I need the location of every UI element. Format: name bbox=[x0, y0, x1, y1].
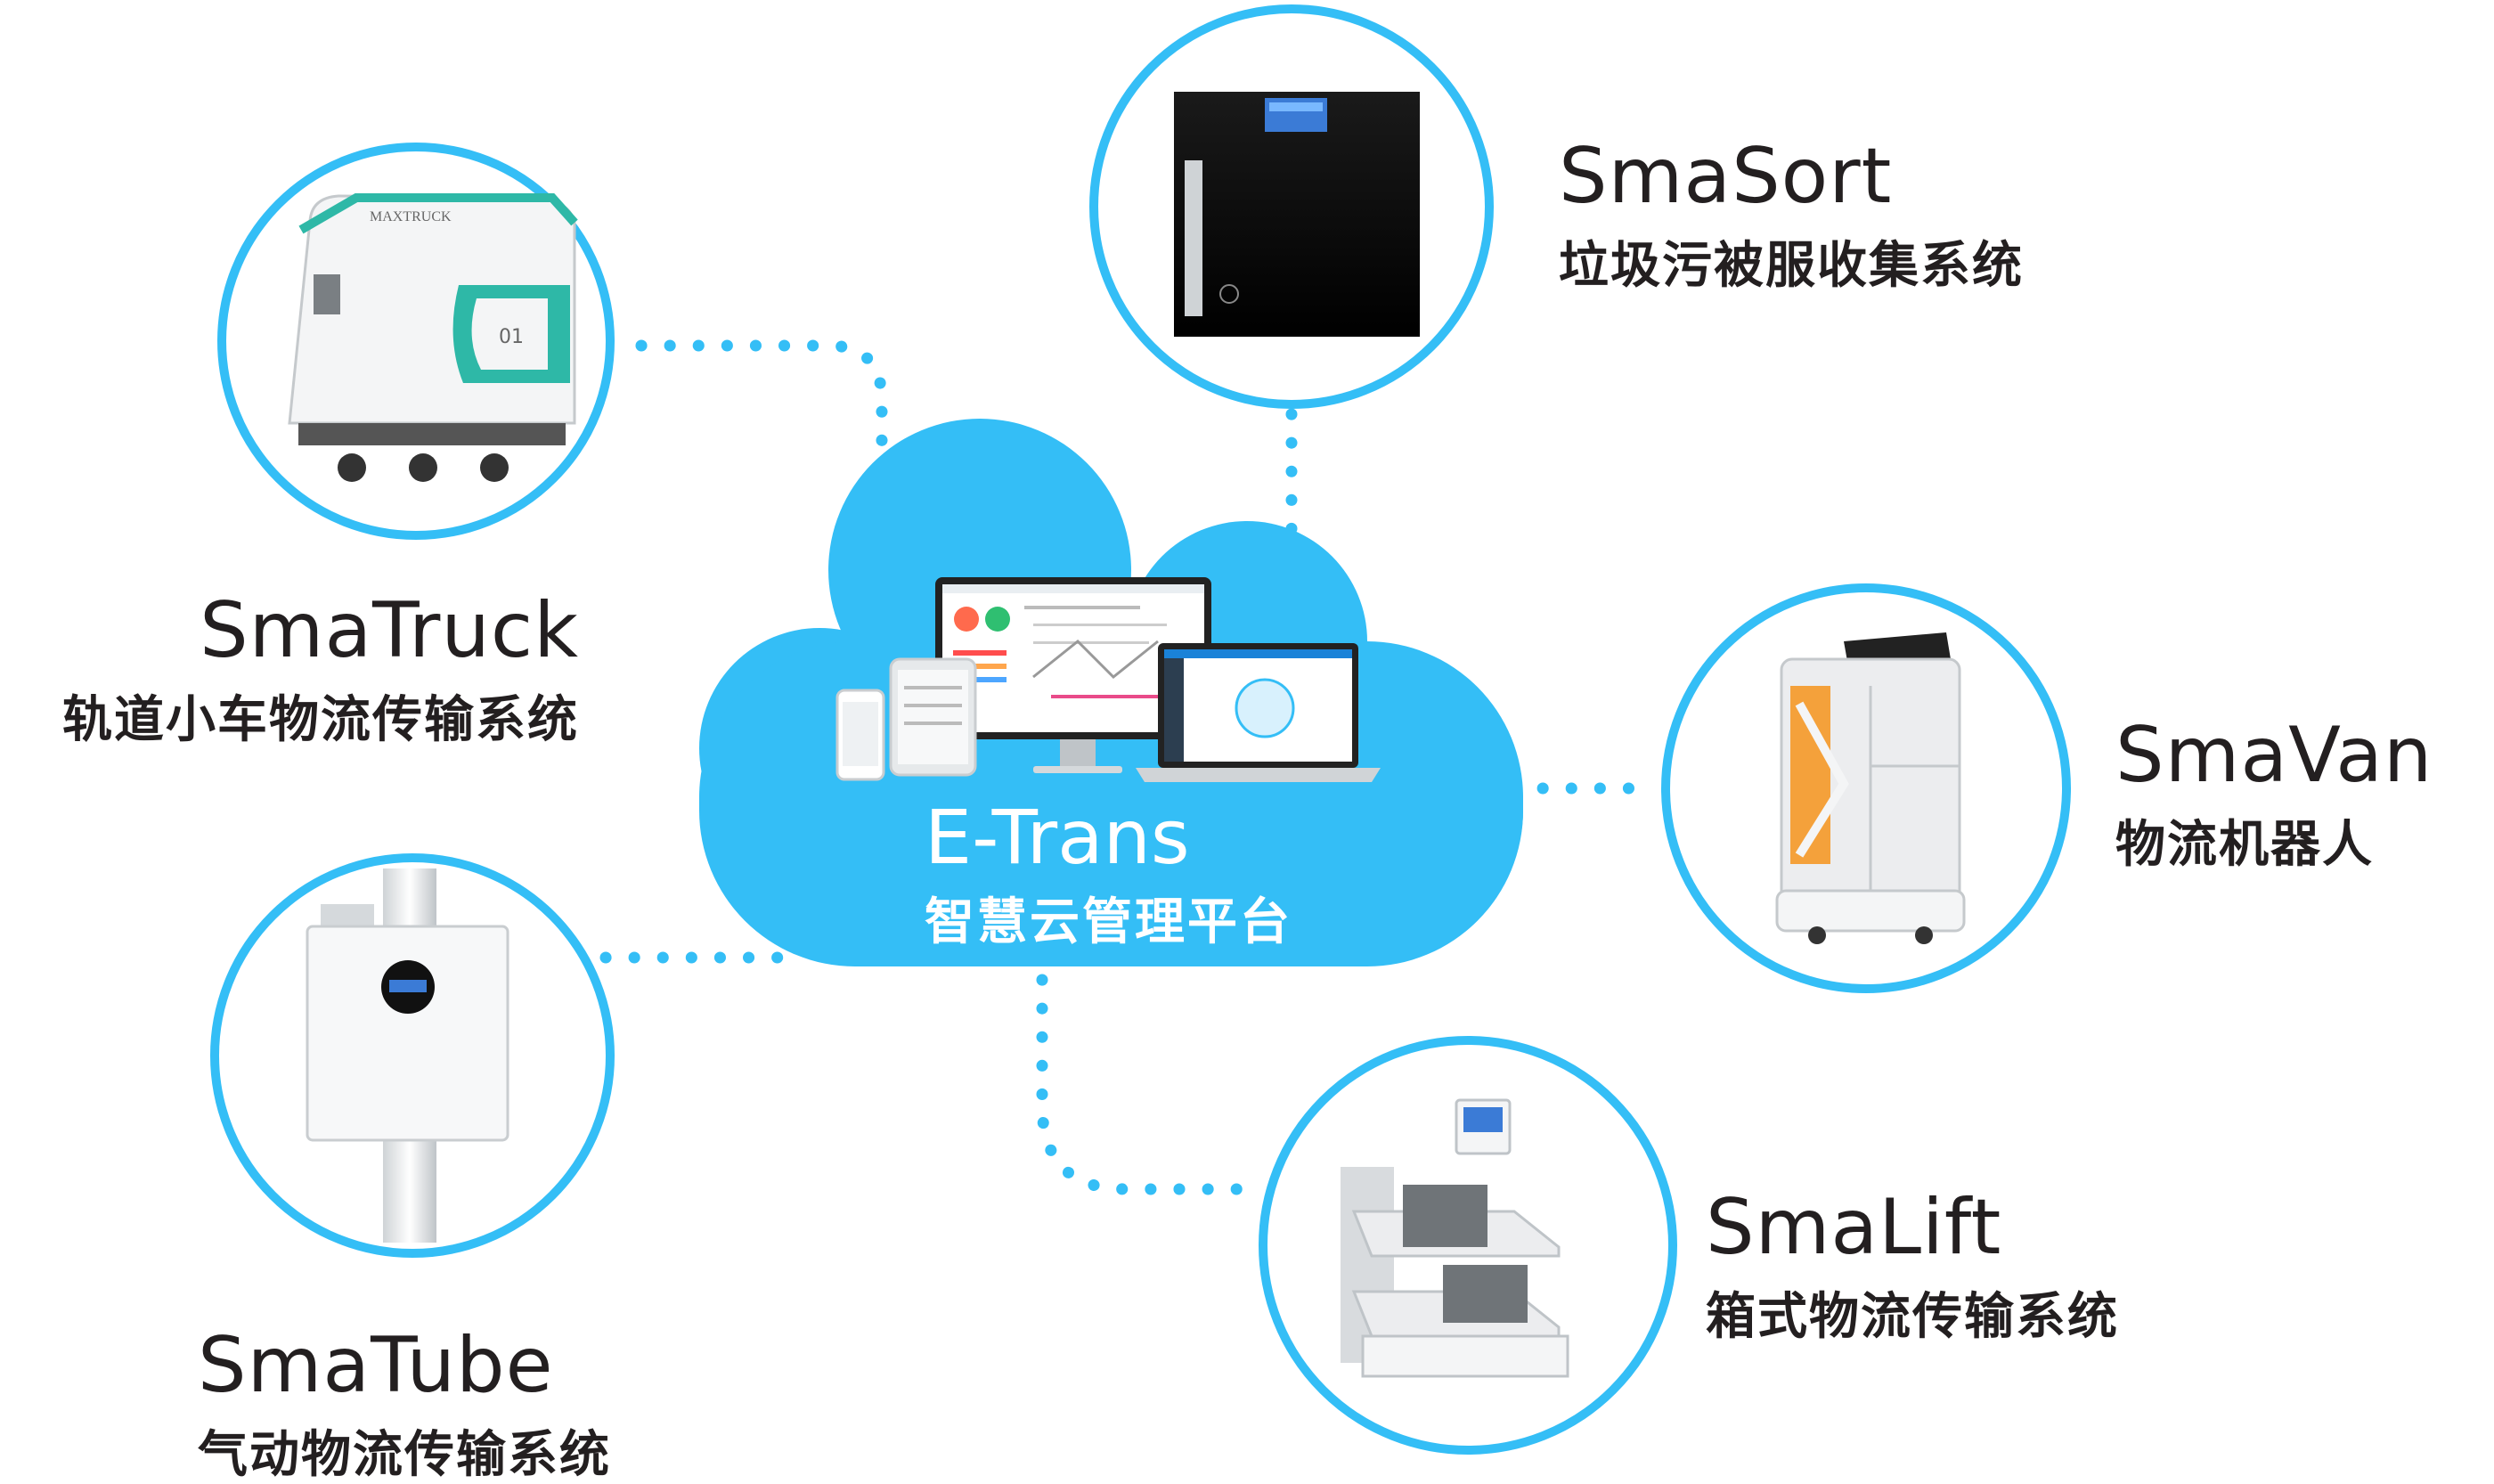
box-lift-icon bbox=[1341, 1098, 1569, 1378]
smalift-subtitle: 箱式物流传输系统 bbox=[1706, 1288, 2119, 1346]
label-smavan: SmaVan 物流机器人 bbox=[2115, 717, 2433, 870]
smatruck-subtitle: 轨道小车物流传输系统 bbox=[62, 691, 579, 749]
smatube-name: SmaTube bbox=[198, 1321, 554, 1410]
collection-cabinet-icon bbox=[1174, 92, 1420, 337]
smatube-subtitle: 气动物流传输系统 bbox=[198, 1426, 611, 1484]
truck-brand-text: MAXTRUCK bbox=[370, 209, 452, 224]
center-subtitle: 智慧云管理平台 bbox=[925, 893, 1292, 951]
smavan-subtitle: 物流机器人 bbox=[2115, 816, 2374, 874]
smasort-subtitle: 垃圾污被服收集系统 bbox=[1559, 237, 2024, 295]
smalift-name: SmaLift bbox=[1706, 1183, 2002, 1272]
rail-cart-icon: MAXTRUCK 01 bbox=[288, 193, 578, 482]
truck-number-text: 01 bbox=[499, 326, 524, 348]
connector-smalift bbox=[1036, 974, 1262, 1195]
label-smalift: SmaLift 箱式物流传输系统 bbox=[1706, 1189, 2119, 1342]
center-name: E-Trans bbox=[925, 794, 1190, 881]
connector-lines bbox=[599, 339, 1663, 1195]
pneumatic-station-icon bbox=[306, 868, 509, 1243]
label-smasort: SmaSort 垃圾污被服收集系统 bbox=[1559, 138, 2024, 291]
delivery-robot-icon bbox=[1775, 632, 1966, 944]
label-smatruck: SmaTruck 轨道小车物流传输系统 bbox=[62, 592, 579, 746]
label-smatube: SmaTube 气动物流传输系统 bbox=[198, 1327, 611, 1480]
smasort-name: SmaSort bbox=[1559, 132, 1893, 221]
dashboard-devices-icon bbox=[835, 577, 1381, 782]
cloud-label: E-Trans 智慧云管理平台 bbox=[925, 800, 1292, 948]
smavan-name: SmaVan bbox=[2115, 711, 2433, 800]
smatruck-name: SmaTruck bbox=[200, 586, 579, 675]
connector-smatruck bbox=[635, 339, 888, 505]
